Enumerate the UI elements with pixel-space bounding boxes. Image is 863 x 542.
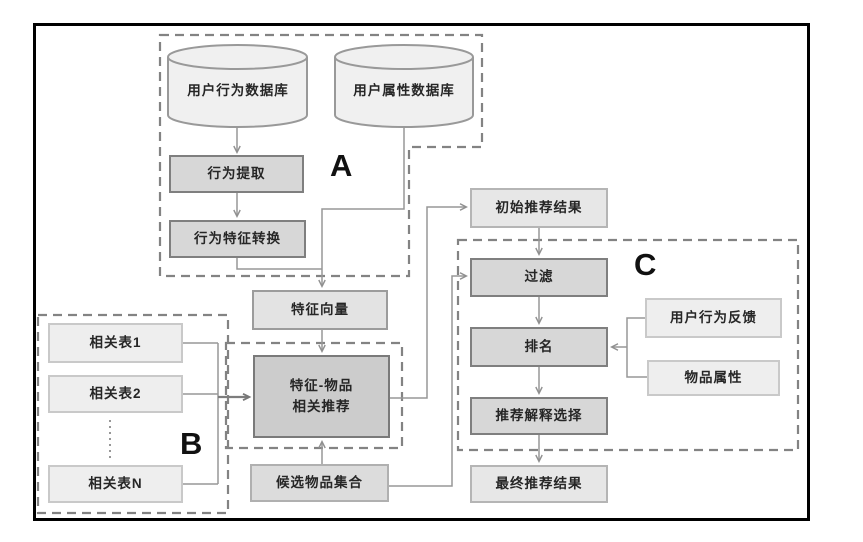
node-label-line2: 相关推荐 <box>292 398 351 414</box>
node-user-attribute-db: 用户属性数据库 <box>336 78 472 100</box>
node-related-table-2: 相关表2 <box>48 375 183 413</box>
feature-item-outline <box>224 341 404 450</box>
node-recommendation-explanation-selection: 推荐解释选择 <box>470 397 608 435</box>
node-ranking: 排名 <box>470 327 608 367</box>
node-item-attribute: 物品属性 <box>647 360 780 396</box>
node-related-table-1: 相关表1 <box>48 323 183 363</box>
node-label: 推荐解释选择 <box>495 407 583 423</box>
node-user-behavior-db: 用户行为数据库 <box>170 78 306 100</box>
node-filter: 过滤 <box>470 258 608 297</box>
node-feature-vector: 特征向量 <box>252 290 388 330</box>
node-behavior-feature-conversion: 行为特征转换 <box>169 220 306 258</box>
node-label: 候选物品集合 <box>276 474 363 490</box>
section-label-c: C <box>634 247 657 282</box>
node-label-line1: 特征-物品 <box>289 378 354 394</box>
node-final-recommendation-result: 最终推荐结果 <box>470 465 608 503</box>
node-label: 最终推荐结果 <box>495 475 583 491</box>
user-behavior-db-top <box>167 44 308 70</box>
node-user-behavior-feedback: 用户行为反馈 <box>645 298 782 338</box>
node-label: 相关表2 <box>89 385 142 401</box>
section-label-a: A <box>330 148 353 183</box>
node-label: 行为提取 <box>207 165 266 181</box>
node-label: 用户行为反馈 <box>670 309 757 325</box>
section-label-b: B <box>180 426 203 461</box>
node-label: 初始推荐结果 <box>495 199 583 215</box>
section-b-outline <box>36 313 230 515</box>
node-related-table-n: 相关表N <box>48 465 183 503</box>
node-initial-recommendation-result: 初始推荐结果 <box>470 188 608 228</box>
node-feature-item-recommendation: 特征-物品 相关推荐 <box>253 355 390 438</box>
node-label: 相关表1 <box>89 334 142 350</box>
node-label: 特征向量 <box>291 301 349 317</box>
node-label: 用户属性数据库 <box>353 83 455 98</box>
section-a-outline <box>158 33 484 278</box>
node-label: 用户行为数据库 <box>187 83 289 98</box>
node-behavior-extraction: 行为提取 <box>169 155 304 193</box>
user-attribute-db-top <box>334 44 474 70</box>
database-cylinders <box>167 44 474 128</box>
node-label: 相关表N <box>88 475 143 491</box>
node-label: 排名 <box>524 338 554 354</box>
node-label: 物品属性 <box>684 369 743 385</box>
node-label: 过滤 <box>524 269 554 285</box>
node-label: 行为特征转换 <box>194 230 281 246</box>
node-candidate-item-set: 候选物品集合 <box>250 464 389 502</box>
section-c-outline <box>456 238 800 452</box>
